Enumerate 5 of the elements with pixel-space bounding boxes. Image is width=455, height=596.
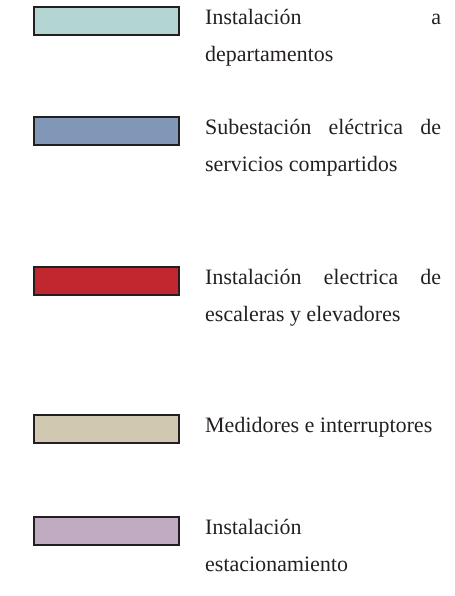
legend-label: Medidores e interruptores — [205, 411, 434, 439]
legend-label: Subestación eléctrica de servicios compartidos — [205, 113, 441, 178]
legend-label: Instalación a departamentos — [205, 3, 441, 68]
legend-label: Instalación estacionamiento — [205, 513, 349, 578]
legend-label: Instalación electrica de escaleras y elevadores — [205, 263, 441, 328]
